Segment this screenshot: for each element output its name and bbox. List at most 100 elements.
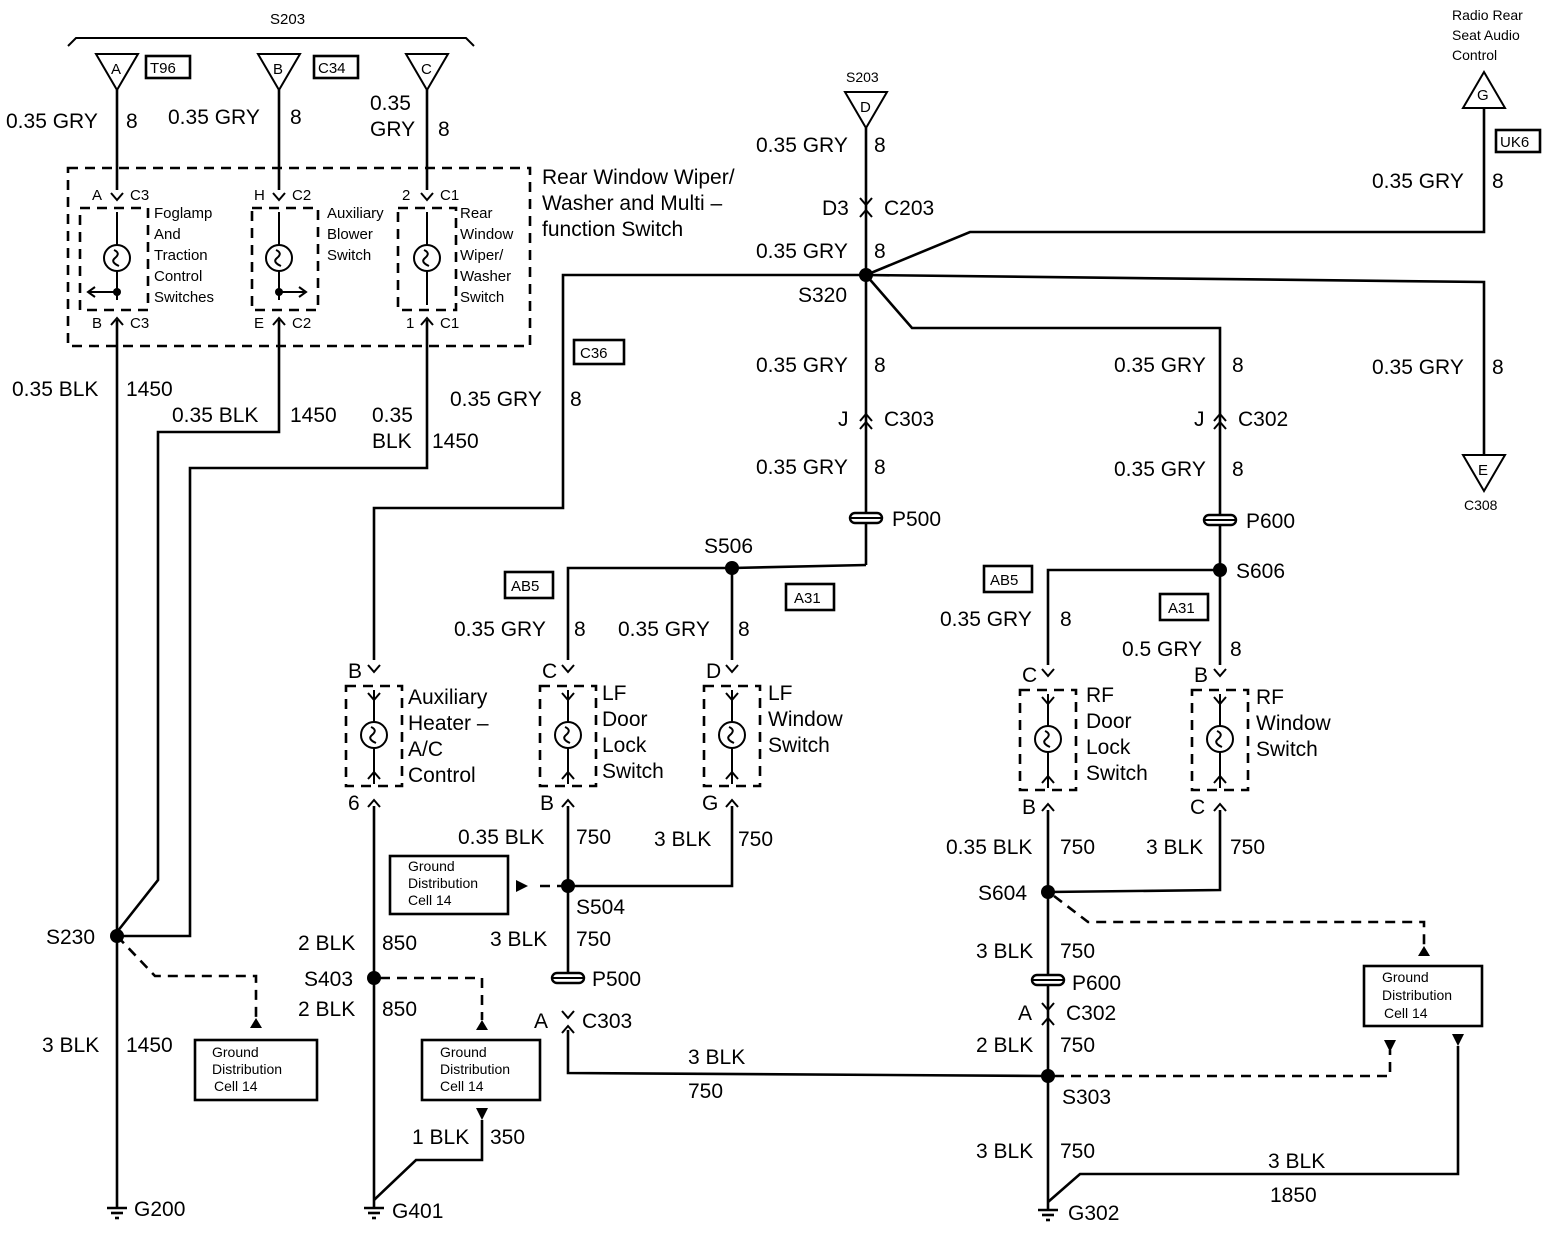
svg-text:3 BLK: 3 BLK	[976, 940, 1033, 963]
svg-text:A: A	[92, 187, 102, 204]
multifunction-switch-housing	[66, 166, 532, 348]
terminal-b: B C34	[256, 53, 360, 92]
svg-text:8: 8	[1232, 458, 1244, 481]
svg-text:750: 750	[1060, 940, 1095, 963]
splice-s604	[1041, 885, 1055, 899]
svg-text:Auxiliary: Auxiliary	[408, 686, 488, 709]
svg-text:C302: C302	[1238, 408, 1288, 431]
svg-text:350: 350	[490, 1126, 525, 1149]
svg-text:Traction: Traction	[154, 247, 208, 264]
svg-text:0.35 BLK: 0.35 BLK	[172, 404, 258, 427]
svg-text:750: 750	[1060, 1140, 1095, 1163]
svg-text:8: 8	[1232, 354, 1244, 377]
svg-text:3 BLK: 3 BLK	[1146, 836, 1203, 859]
svg-text:AB5: AB5	[990, 572, 1018, 589]
svg-text:G302: G302	[1068, 1202, 1119, 1225]
svg-text:Lock: Lock	[1086, 736, 1131, 759]
svg-text:Lock: Lock	[602, 734, 647, 757]
rf-door-lock-switch: C B RF Door Lock Switch	[1018, 664, 1148, 819]
svg-text:8: 8	[1492, 356, 1504, 379]
svg-text:C36: C36	[580, 345, 608, 362]
svg-text:D: D	[860, 99, 871, 116]
inline-p600-top	[1202, 513, 1238, 527]
option-c34: C34	[318, 60, 346, 77]
svg-text:750: 750	[738, 828, 773, 851]
svg-text:850: 850	[382, 998, 417, 1021]
wire-c308	[865, 273, 1486, 455]
rear-window-wiper-washer-switch: 2 C1 1 C1 Rear Window Wiper/ Washer Swit…	[396, 187, 514, 332]
svg-text:3 BLK: 3 BLK	[688, 1046, 745, 1069]
svg-text:3 BLK: 3 BLK	[654, 828, 711, 851]
svg-text:2: 2	[402, 187, 410, 204]
svg-text:A31: A31	[1168, 600, 1195, 617]
auxiliary-heater-ac-control: B 6 Auxiliary Heater – A/C Control	[344, 660, 489, 815]
svg-text:S506: S506	[704, 535, 753, 558]
wire-right-door	[865, 274, 1222, 570]
svg-text:B: B	[1022, 796, 1036, 819]
option-ab5-right	[982, 564, 1034, 594]
svg-text:G: G	[702, 792, 718, 815]
svg-text:Ground: Ground	[212, 1044, 259, 1060]
svg-text:1450: 1450	[126, 378, 173, 401]
terminal-g-radio: G UK6	[1461, 70, 1542, 154]
svg-text:RF: RF	[1256, 686, 1284, 709]
svg-text:750: 750	[576, 826, 611, 849]
svg-text:8: 8	[738, 618, 750, 641]
rf-window-switch: B C RF Window Switch	[1190, 664, 1332, 819]
svg-text:Cell 14: Cell 14	[408, 892, 452, 908]
svg-text:3 BLK: 3 BLK	[42, 1034, 99, 1057]
svg-text:8: 8	[1492, 170, 1504, 193]
option-ab5-left	[503, 570, 555, 600]
terminal-d: D	[843, 91, 889, 130]
terminal-e-c308: E	[1461, 454, 1507, 493]
ground-distribution-ref-1: Ground Distribution Cell 14	[193, 1038, 319, 1102]
svg-text:Window: Window	[1256, 712, 1332, 735]
svg-text:H: H	[254, 187, 265, 204]
splice-s504	[561, 879, 575, 893]
svg-text:8: 8	[1060, 608, 1072, 631]
svg-text:function Switch: function Switch	[542, 218, 683, 241]
svg-text:S230: S230	[46, 926, 95, 949]
svg-text:AB5: AB5	[511, 578, 539, 595]
svg-text:LF: LF	[602, 682, 627, 705]
circuit-label: 8	[126, 110, 138, 133]
svg-text:J: J	[1194, 408, 1205, 431]
svg-text:0.35 GRY: 0.35 GRY	[450, 388, 542, 411]
svg-text:Door: Door	[602, 708, 648, 731]
svg-text:C303: C303	[884, 408, 934, 431]
svg-text:Blower: Blower	[327, 226, 373, 243]
wire-label: 0.35 GRY	[168, 106, 260, 129]
wire-1850	[1047, 1046, 1460, 1203]
svg-text:C302: C302	[1066, 1002, 1116, 1025]
svg-text:S604: S604	[978, 882, 1027, 905]
svg-text:Cell 14: Cell 14	[214, 1078, 258, 1094]
ground-g302	[1036, 1200, 1060, 1222]
svg-text:3 BLK: 3 BLK	[490, 928, 547, 951]
svg-text:Distribution: Distribution	[212, 1061, 282, 1077]
option-a31-right	[1158, 592, 1210, 622]
svg-text:Door: Door	[1086, 710, 1132, 733]
svg-text:0.5 GRY: 0.5 GRY	[1122, 638, 1202, 661]
svg-text:Window: Window	[768, 708, 844, 731]
ground-distribution-ref-2: Ground Distribution Cell 14	[388, 854, 510, 916]
svg-text:B: B	[348, 660, 362, 683]
svg-text:Heater –: Heater –	[408, 712, 489, 735]
svg-text:Ground: Ground	[1382, 969, 1429, 985]
svg-text:0.35 GRY: 0.35 GRY	[756, 240, 848, 263]
svg-text:B: B	[540, 792, 554, 815]
ground-g401	[362, 1198, 386, 1220]
svg-text:0.35 GRY: 0.35 GRY	[756, 134, 848, 157]
top-splice-label: S203	[270, 11, 305, 28]
svg-text:0.35 BLK: 0.35 BLK	[946, 836, 1032, 859]
svg-text:D: D	[706, 660, 721, 683]
terminal-a: A T96	[94, 53, 192, 92]
svg-text:P600: P600	[1072, 972, 1121, 995]
wire-350	[373, 1120, 484, 1201]
svg-text:BLK: BLK	[372, 430, 412, 453]
lf-window-switch: D G LF Window Switch	[702, 660, 844, 815]
splice-s303	[1041, 1069, 1055, 1083]
svg-text:6: 6	[348, 792, 360, 815]
svg-text:S606: S606	[1236, 560, 1285, 583]
svg-text:B: B	[92, 315, 102, 332]
svg-text:0.35 GRY: 0.35 GRY	[1114, 458, 1206, 481]
